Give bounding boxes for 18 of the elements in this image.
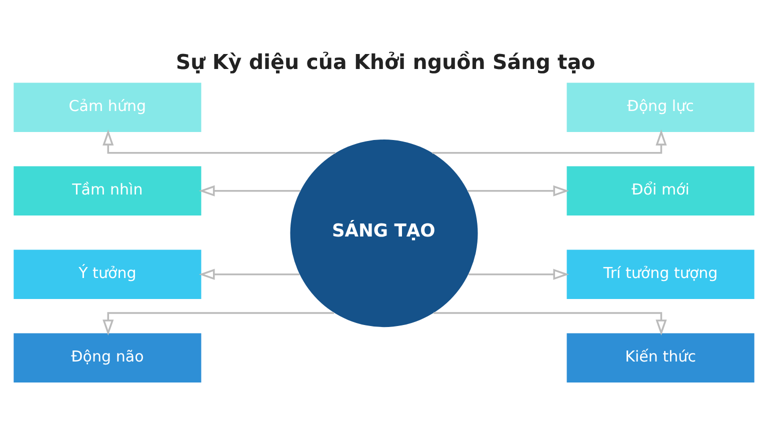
arrow <box>468 268 570 280</box>
arrow <box>198 185 300 196</box>
diagram-title: Sự Kỳ diệu của Khởi nguồn Sáng tạo <box>176 50 596 74</box>
arrow <box>198 268 300 280</box>
arrow <box>434 312 667 336</box>
node-box: Động não <box>14 333 202 383</box>
node-box: Tầm nhìn <box>14 166 202 216</box>
node-box: Cảm hứng <box>14 82 202 132</box>
node-box: Kiến thức <box>566 333 754 383</box>
arrow <box>432 130 667 154</box>
node-box: Ý tưởng <box>14 250 202 299</box>
arrow <box>468 185 570 196</box>
node-box: Động lực <box>566 82 754 132</box>
node-box: Trí tưởng tượng <box>566 250 754 299</box>
arrow <box>102 130 336 154</box>
node-circle: SÁNG TẠO <box>290 140 478 328</box>
arrow <box>102 312 334 336</box>
node-box: Đổi mới <box>566 166 754 216</box>
